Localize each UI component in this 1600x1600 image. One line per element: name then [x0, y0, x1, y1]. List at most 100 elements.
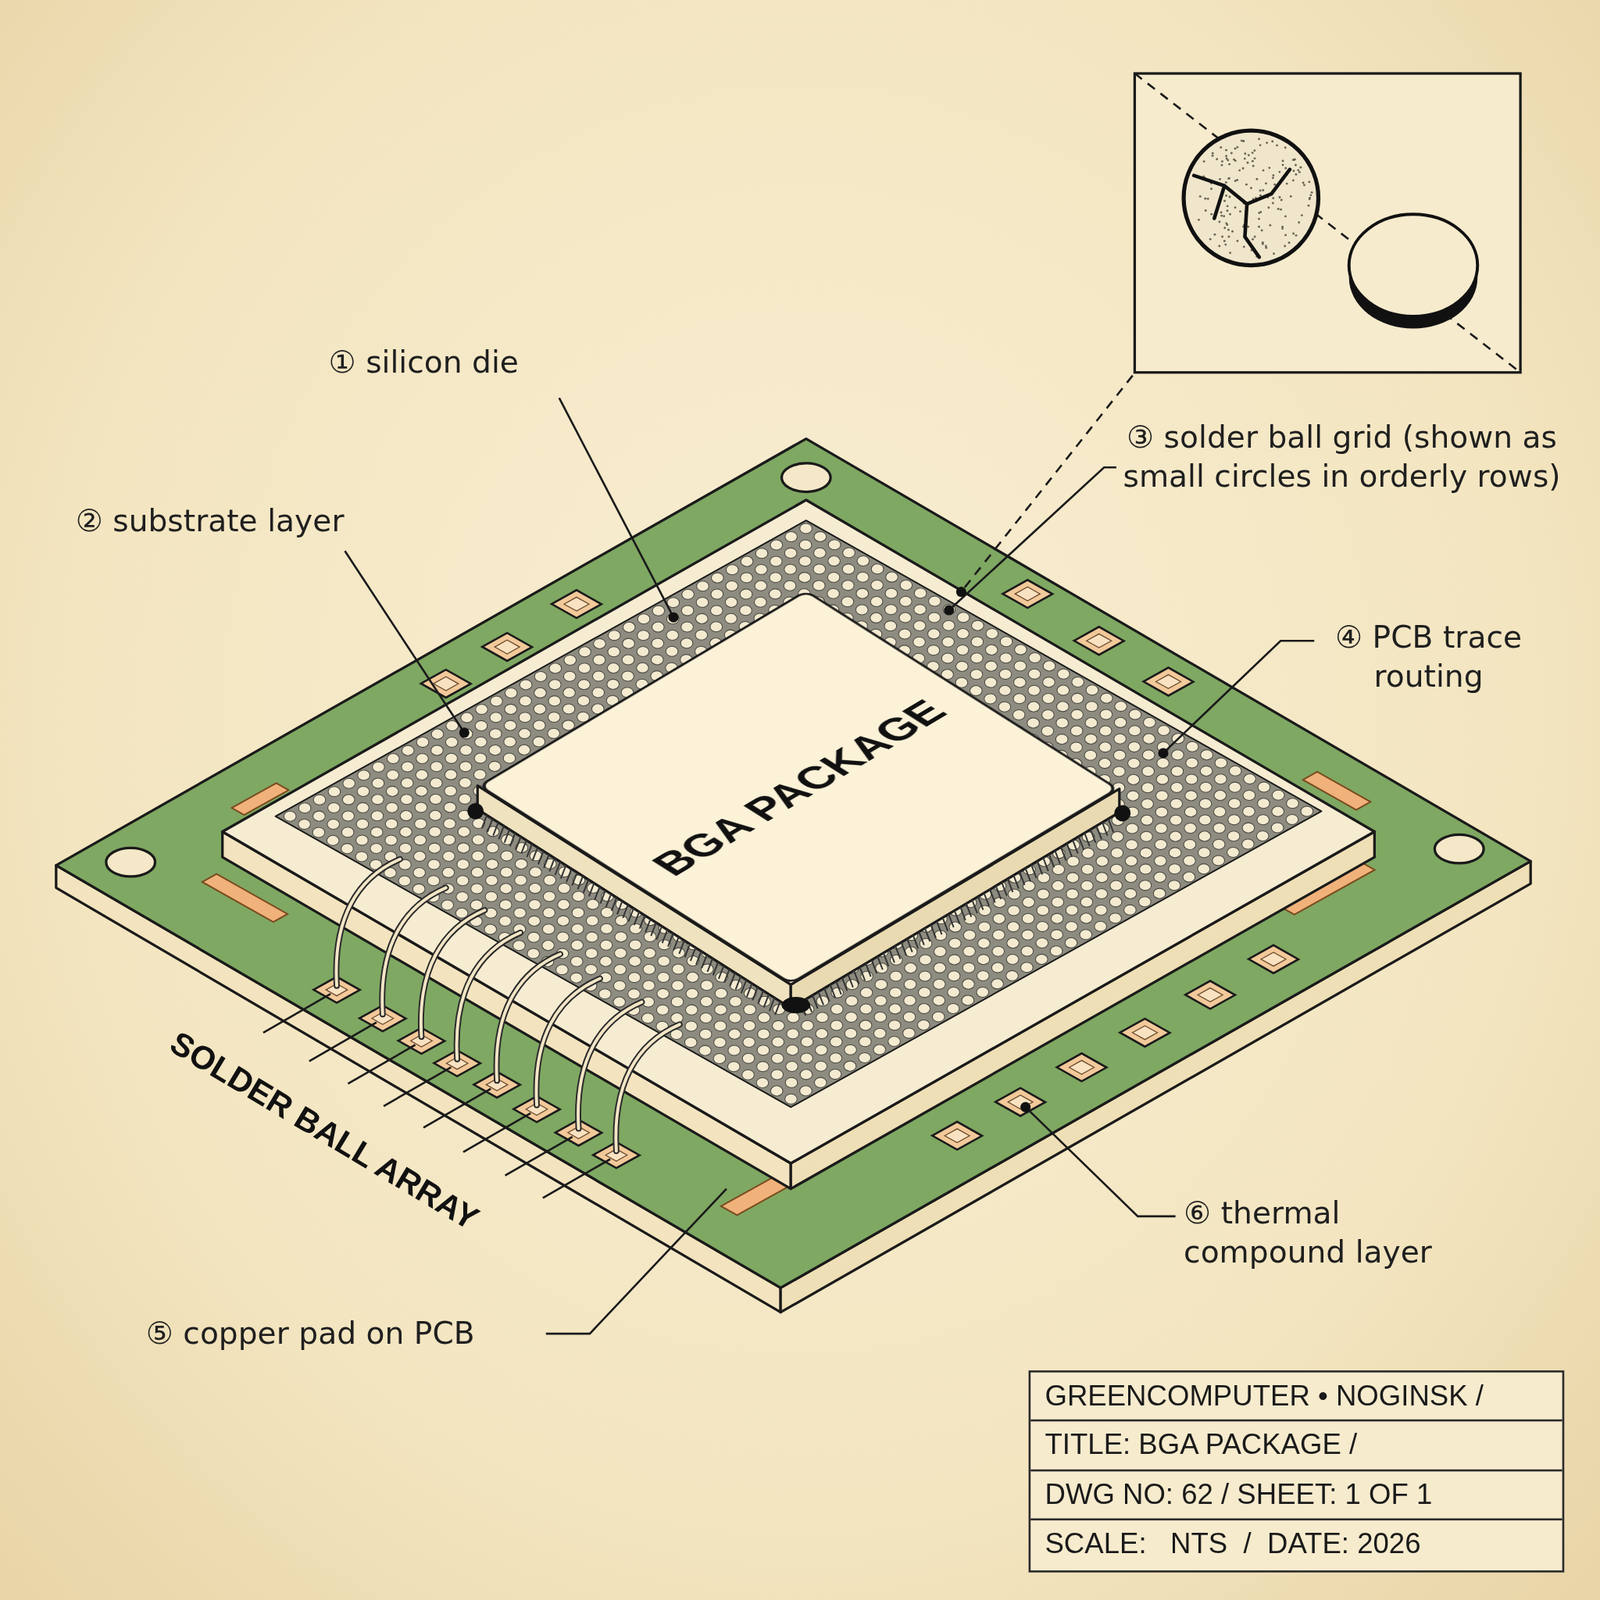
- pad-center: [1014, 586, 1040, 601]
- trace-wire-core: [615, 1024, 680, 1151]
- stipple-dot: [1271, 176, 1275, 179]
- solder-ball: [873, 1044, 886, 1055]
- solder-ball: [1056, 717, 1069, 729]
- solder-ball: [874, 996, 887, 1007]
- pad-center: [433, 676, 459, 691]
- solder-ball: [903, 1011, 916, 1022]
- bond-wire: [560, 865, 567, 879]
- mounting-hole: [1434, 834, 1484, 864]
- solder-ball: [1171, 750, 1185, 761]
- solder-ball: [503, 736, 517, 747]
- solder-ball: [372, 761, 386, 772]
- solder-ball: [1084, 750, 1097, 761]
- solder-ball: [474, 753, 487, 764]
- solder-ball: [598, 989, 611, 1000]
- solder-ball: [517, 744, 531, 755]
- solder-ball: [985, 644, 998, 655]
- solder-ball: [607, 646, 621, 658]
- solder-ball: [1171, 782, 1184, 793]
- solder-ball: [341, 843, 354, 854]
- stipple-dot: [1295, 234, 1298, 237]
- stipple-dot: [1282, 160, 1285, 163]
- bond-wire: [983, 892, 990, 907]
- solder-ball: [416, 737, 429, 748]
- solder-ball: [785, 1077, 798, 1088]
- solder-ball: [917, 1003, 931, 1015]
- stipple-dot: [1271, 140, 1274, 143]
- solder-ball: [1071, 676, 1085, 687]
- solder-ball: [1124, 888, 1137, 899]
- solder-ball: [814, 547, 827, 558]
- solder-ball: [874, 1011, 887, 1022]
- solder-ball: [503, 753, 516, 764]
- solder-ball: [956, 660, 969, 672]
- solder-ball: [398, 875, 411, 886]
- solder-ball: [642, 980, 656, 991]
- solder-ball: [682, 589, 695, 600]
- stipple-dot: [1225, 181, 1228, 184]
- solder-ball: [685, 1021, 698, 1032]
- copper-pad: [1074, 626, 1125, 655]
- bond-wire: [966, 903, 972, 918]
- solder-ball: [768, 589, 782, 600]
- solder-ball: [1085, 733, 1098, 744]
- solder-ball: [488, 760, 501, 772]
- pad-center: [1197, 988, 1223, 1003]
- solder-ball: [742, 1021, 756, 1032]
- solder-ball: [914, 588, 927, 599]
- stipple-dot: [1211, 154, 1215, 158]
- solder-ball: [651, 638, 665, 649]
- solder-ball: [913, 621, 926, 632]
- solder-ball: [999, 685, 1012, 696]
- bond-wire: [685, 943, 691, 958]
- solder-ball: [563, 671, 576, 682]
- solder-ball: [1257, 798, 1271, 809]
- solder-ball: [460, 745, 473, 756]
- solder-ball: [518, 712, 532, 723]
- bond-wire: [1001, 882, 1008, 896]
- bond-wire: [639, 915, 646, 929]
- solder-ball: [991, 962, 1004, 973]
- bond-wire: [543, 854, 550, 868]
- solder-ball: [484, 924, 497, 935]
- stipple-dot: [1228, 163, 1231, 166]
- solder-ball: [386, 769, 400, 780]
- stipple-dot: [1257, 211, 1261, 215]
- solder-ball: [830, 1020, 843, 1031]
- solder-ball: [622, 638, 636, 649]
- solder-ball: [742, 1053, 755, 1064]
- bond-wire: [1037, 860, 1043, 875]
- solder-ball: [614, 964, 627, 975]
- solder-ball: [1141, 782, 1154, 793]
- solder-ball: [814, 1044, 828, 1055]
- solder-ball: [978, 938, 991, 949]
- bond-wire: [589, 882, 595, 897]
- bond-wire: [521, 839, 527, 854]
- bond-wire: [853, 970, 860, 984]
- solder-ball: [1012, 710, 1025, 721]
- solder-ball: [528, 899, 542, 910]
- solder-ball: [771, 1020, 785, 1031]
- solder-ball: [681, 621, 694, 633]
- solder-ball: [1139, 896, 1152, 908]
- bond-wire: [594, 886, 600, 900]
- mounting-hole: [106, 847, 156, 877]
- solder-ball: [1212, 855, 1225, 866]
- bond-wire: [989, 889, 996, 903]
- solder-ball: [696, 581, 710, 592]
- solder-ball: [442, 867, 455, 878]
- solder-ball: [814, 1077, 827, 1088]
- solder-ball: [613, 980, 626, 991]
- copper-pad: [1248, 945, 1299, 974]
- bond-wire: [628, 908, 634, 922]
- solder-ball: [957, 612, 970, 623]
- solder-ball: [755, 564, 768, 575]
- solder-ball: [534, 671, 547, 682]
- stipple-dot: [1299, 166, 1302, 169]
- solder-ball: [1022, 896, 1036, 908]
- solder-ball: [642, 964, 656, 975]
- stipple-dot: [1204, 209, 1208, 212]
- stipple-dot: [1214, 233, 1217, 236]
- stipple-dot: [1298, 171, 1301, 174]
- solder-ball: [860, 987, 873, 998]
